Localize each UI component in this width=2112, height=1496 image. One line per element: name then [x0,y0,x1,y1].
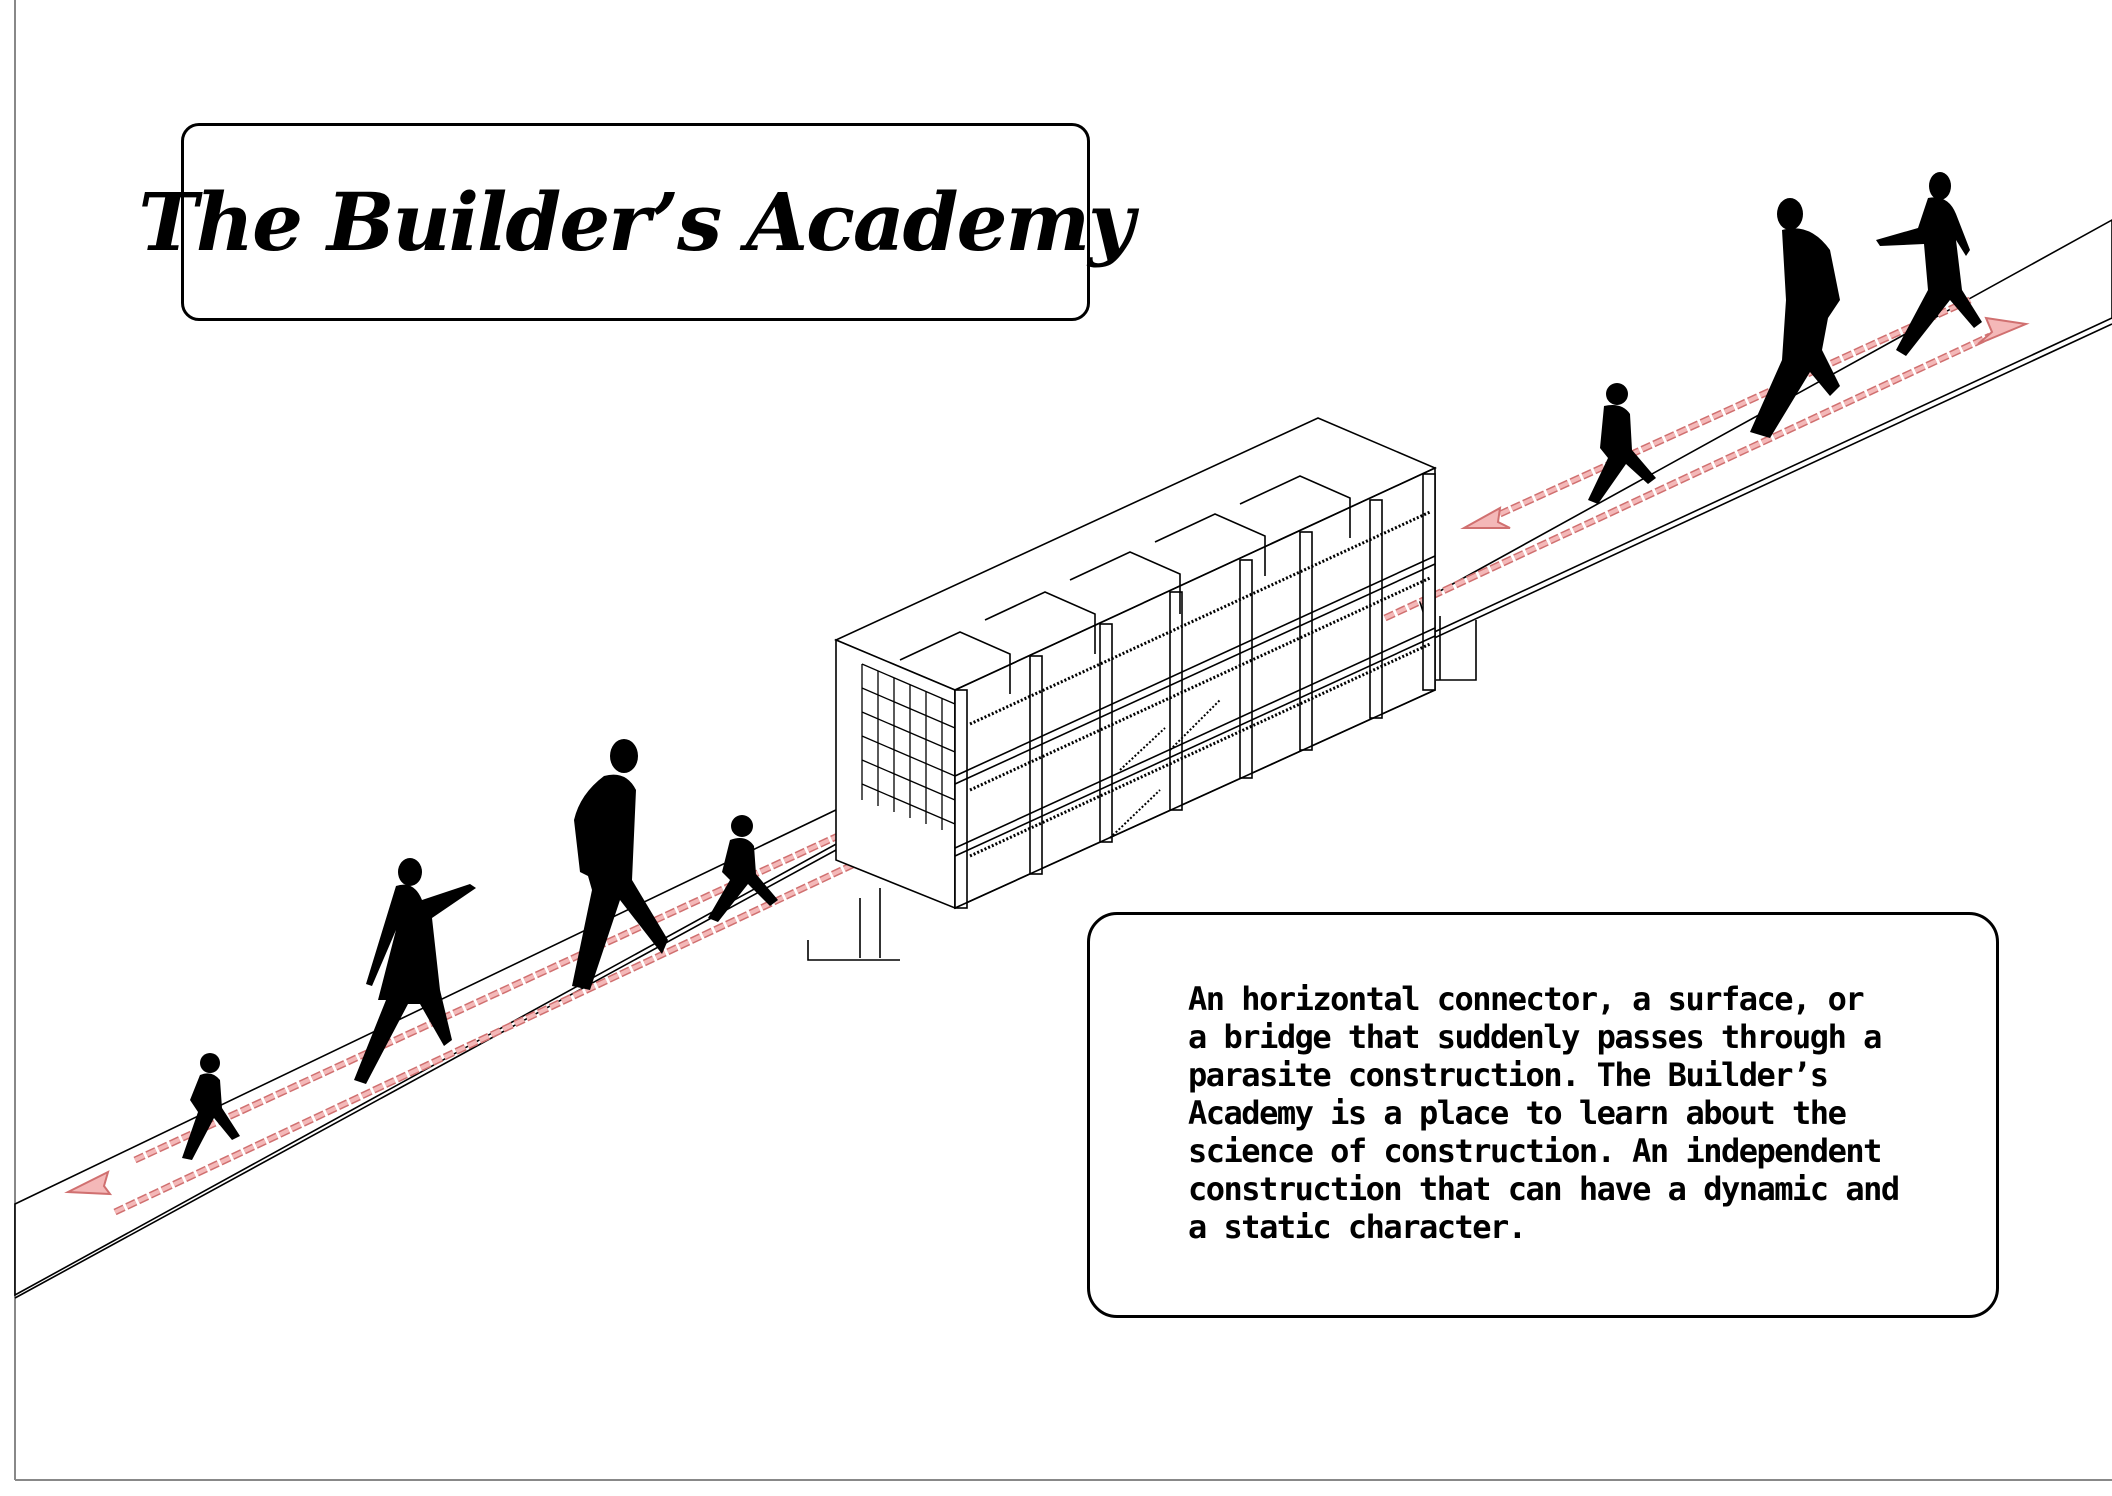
roof-modules [899,475,1351,694]
walker-child-icon [1588,383,1656,504]
page-title: The Builder’s Academy [138,175,1134,269]
direction-arrow-icon [64,1170,113,1196]
lane-right-upper-fill [1499,298,1971,516]
balustrades [969,510,1431,858]
people [182,172,1982,1160]
walker-child-icon [182,1053,240,1160]
lane-left-lower-fill [114,850,881,1214]
lane-right-lower-fill [1384,334,1991,620]
walker-child-icon [708,815,778,922]
walker-woman-icon [354,858,476,1084]
internal-stairs [1109,699,1221,839]
floor-slabs [954,555,1436,909]
direction-arrow-icon [1977,316,2030,345]
facade-window-grid [861,663,956,830]
walker-woman-icon [1876,172,1982,356]
description-box: An horizontal connector, a surface, or a… [1087,912,1999,1318]
direction-arrow-icon [1460,506,1511,529]
description-text: An horizontal connector, a surface, or a… [1188,980,1900,1246]
lane-left-upper-fill [134,810,891,1162]
title-box: The Builder’s Academy [138,123,1135,321]
walker-man-backpack-icon [572,739,668,990]
flow-lanes [113,296,1992,1216]
walker-man-backpack-icon [1750,198,1840,438]
parasite-building [834,417,1437,910]
